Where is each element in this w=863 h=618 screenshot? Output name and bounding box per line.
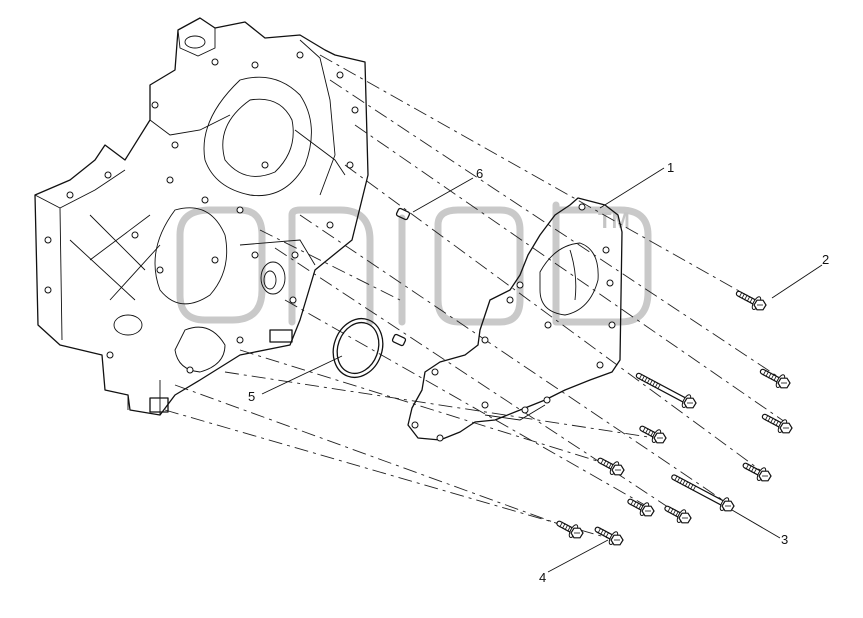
hex-bolt-icon — [597, 457, 625, 476]
callout-1: 1 — [667, 160, 674, 175]
callout-3: 3 — [781, 532, 788, 547]
gear-housing — [34, 17, 369, 416]
hex-bolt-icon — [639, 425, 667, 444]
hex-bolt-icon — [664, 505, 692, 524]
hex-bolt-icon — [594, 526, 624, 546]
hex-bolt-icon — [735, 290, 767, 311]
cover-plate — [407, 197, 623, 442]
hex-bolt-icon — [742, 462, 772, 482]
callout-2: 2 — [822, 252, 829, 267]
alignment-lines — [164, 54, 786, 541]
dowel-pin-icon — [391, 207, 411, 347]
hex-bolt-icon — [635, 372, 697, 409]
watermark-logo: TM — [176, 201, 652, 326]
o-ring-icon — [332, 317, 384, 379]
callout-6: 6 — [476, 166, 483, 181]
hex-bolt-icon — [556, 520, 584, 539]
hex-bolt-icon — [671, 474, 735, 512]
hex-bolt-icon — [627, 498, 655, 517]
hex-bolt-icon — [759, 368, 791, 389]
bolt-set — [556, 290, 793, 546]
leader-lines — [261, 167, 823, 573]
callout-5: 5 — [248, 389, 255, 404]
hex-bolt-icon — [761, 413, 793, 434]
callout-4: 4 — [539, 570, 546, 585]
